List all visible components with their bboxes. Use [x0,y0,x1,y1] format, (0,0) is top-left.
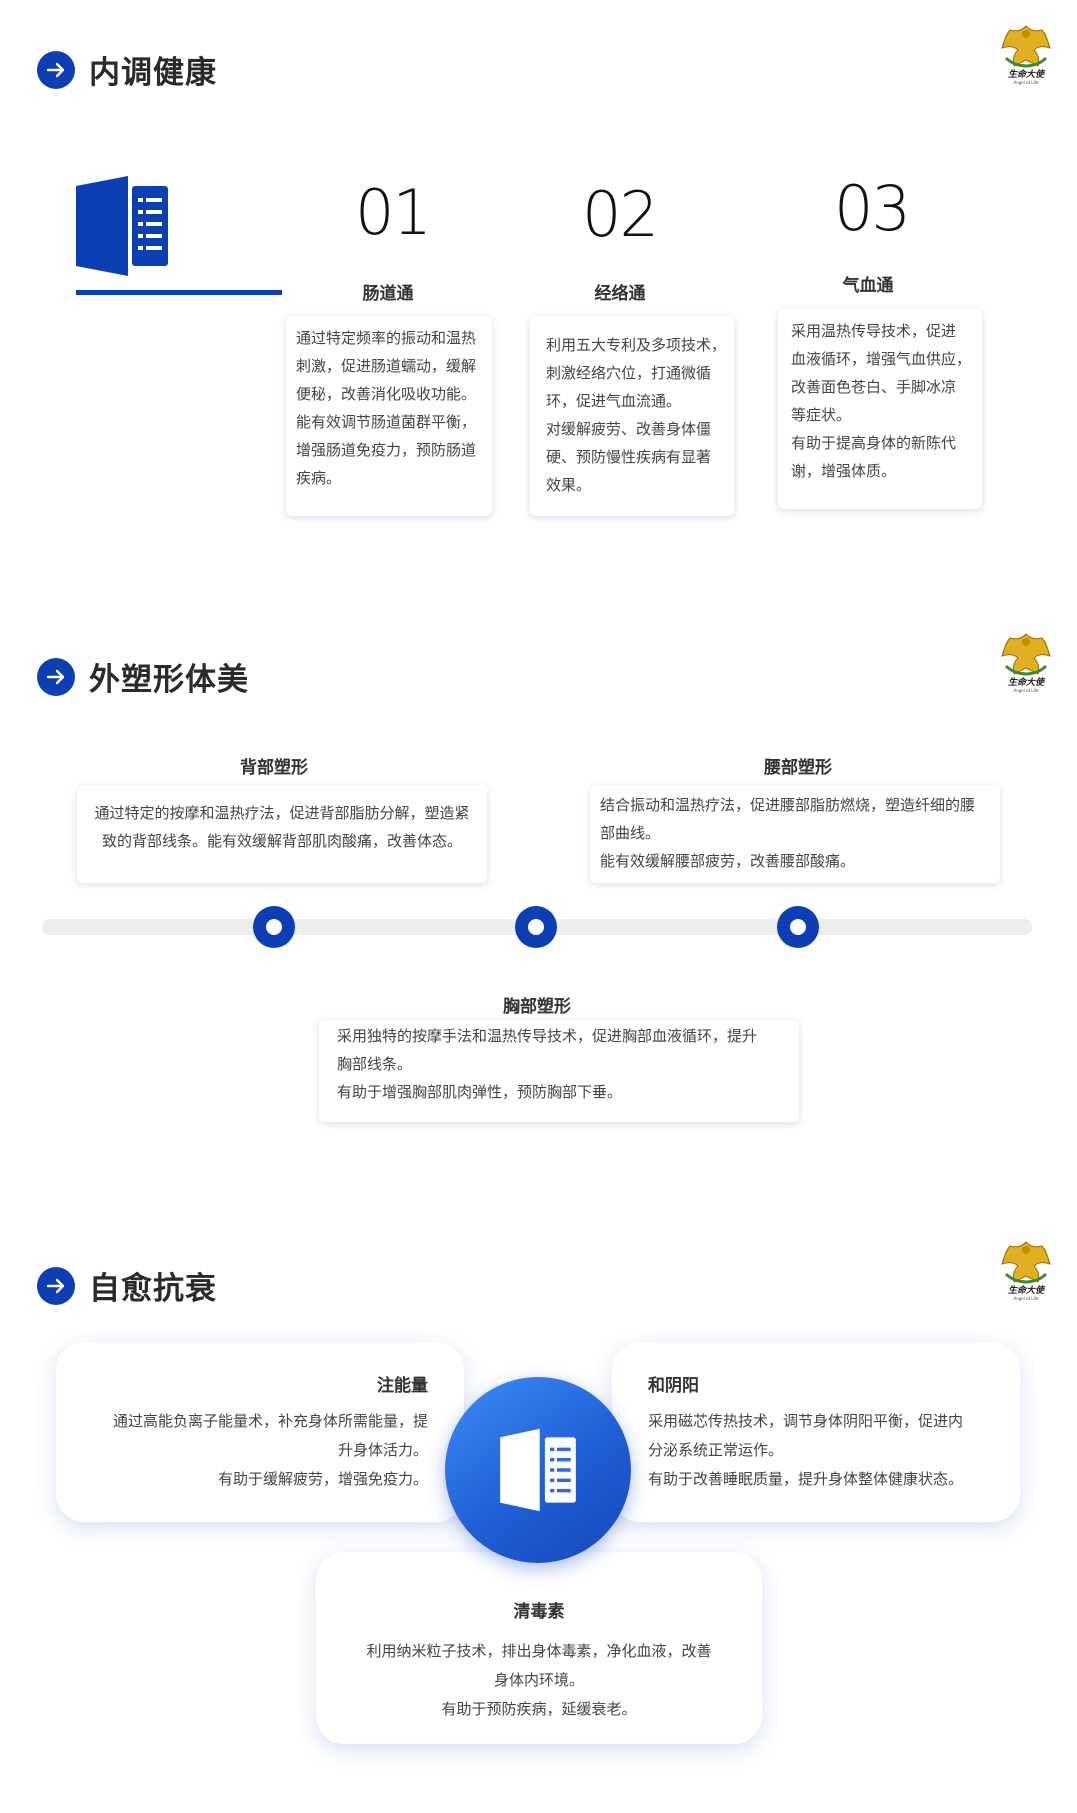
waist-shaping-card: 结合振动和温热疗法，促进腰部脂肪燃烧，塑造纤细的腰 部曲线。 能有效缓解腰部疲劳… [590,785,1000,883]
logo-subtitle: Angel of Life [1013,688,1039,693]
card-line: 环，促进气血流通。 [546,392,682,410]
column-card: 采用温热传导技术，促进 血液循环，增强气血供应， 改善面色苍白、手脚冰凉 等症状… [778,309,982,509]
logo-text: 生命大使 [1007,1286,1044,1296]
column-number: 02 [582,178,659,251]
column-card: 通过特定频率的振动和温热 刺激，促进肠道蠕动，缓解 便秘，改善消化吸收功能。 能… [286,316,492,516]
waist-shaping-heading: 腰部塑形 [764,758,832,778]
arrow-right-icon [37,657,75,696]
logo: 生命大使 Angel of Life [996,1236,1056,1306]
card-line: 血液循环，增强气血供应， [791,350,972,368]
card-line: 利用纳米粒子技术，排出身体毒素，净化血液，改善 [366,1642,712,1660]
book-icon [76,176,172,280]
timeline-dot-inner [528,919,544,935]
back-shaping-heading: 背部塑形 [240,758,308,778]
center-badge [445,1377,631,1563]
yin-yang-card: 和阴阳 采用磁芯传热技术，调节身体阴阳平衡，促进内 分泌系统正常运作。 有助于改… [612,1342,1020,1522]
card-line: 对缓解疲劳、改善身体僵 [546,420,712,438]
logo-text: 生命大使 [1007,678,1044,688]
card-line: 通过高能负离子能量术，补充身体所需能量，提 [112,1412,428,1430]
eagle-logo-icon [1001,633,1051,676]
card-line: 等症状。 [791,406,852,424]
card-line: 利用五大专利及多项技术， [546,336,727,354]
column-card: 利用五大专利及多项技术， 刺激经络穴位，打通微循 环，促进气血流通。 对缓解疲劳… [530,316,734,516]
section-header-body-shaping: 外塑形体美 [37,654,249,699]
card-line: 刺激经络穴位，打通微循 [546,364,712,382]
timeline-dot-inner [790,919,806,935]
card-line: 能有效调节肠道菌群平衡， [296,413,477,431]
detox-card: 清毒素 利用纳米粒子技术，排出身体毒素，净化血液，改善 身体内环境。 有助于预防… [316,1552,762,1744]
column-number: 03 [834,172,911,245]
book-icon [500,1428,576,1512]
column-heading: 气血通 [842,276,894,296]
timeline-dot [777,906,819,948]
energy-card: 注能量 通过高能负离子能量术，补充身体所需能量，提 升身体活力。 有助于缓解疲劳… [56,1342,464,1522]
card-line: 硬、预防慢性疾病有显著 [546,448,712,466]
column-heading: 肠道通 [362,284,414,304]
timeline-dot [253,906,295,948]
eagle-logo-icon [1001,25,1051,68]
section-title: 内调健康 [89,55,217,91]
card-line: 有助于增强胸部肌肉弹性，预防胸部下垂。 [337,1083,623,1101]
back-shaping-card: 通过特定的按摩和温热疗法，促进背部脂肪分解，塑造紧 致的背部线条。能有效缓解背部… [77,785,487,883]
card-line: 疾病。 [296,469,342,487]
card-line: 分泌系统正常运作。 [648,1441,784,1459]
card-line: 改善面色苍白、手脚冰凉 [791,378,957,396]
logo: 生命大使 Angel of Life [996,20,1056,90]
card-line: 结合振动和温热疗法，促进腰部脂肪燃烧，塑造纤细的腰 [600,796,976,814]
card-line: 有助于提高身体的新陈代 [791,434,957,452]
card-line: 效果。 [546,476,592,494]
logo: 生命大使 Angel of Life [996,628,1056,698]
card-line: 身体内环境。 [493,1671,584,1689]
detox-heading: 清毒素 [513,1602,565,1622]
book-underline [76,290,282,295]
section-header-internal-health: 内调健康 [37,47,217,92]
card-line: 通过特定的按摩和温热疗法，促进背部脂肪分解，塑造紧 [94,804,470,822]
section-title: 自愈抗衰 [89,1271,217,1307]
logo-text: 生命大使 [1007,70,1044,80]
card-line: 有助于改善睡眠质量，提升身体整体健康状态。 [648,1470,964,1488]
energy-heading: 注能量 [377,1376,428,1396]
arrow-right-icon [37,50,75,89]
section-title: 外塑形体美 [89,662,249,698]
card-line: 部曲线。 [600,824,661,842]
timeline-dot-inner [266,919,282,935]
arrow-right-icon [37,1266,75,1305]
column-number: 01 [355,176,432,249]
card-line: 有助于预防疾病，延缓衰老。 [441,1700,637,1718]
card-line: 增强肠道免疫力，预防肠道 [296,441,477,459]
logo-subtitle: Angel of Life [1013,80,1039,85]
card-line: 致的背部线条。能有效缓解背部肌肉酸痛，改善体态。 [101,832,462,850]
card-line: 刺激，促进肠道蠕动，缓解 [296,357,477,375]
section-header-self-healing: 自愈抗衰 [37,1263,217,1308]
card-line: 采用独特的按摩手法和温热传导技术，促进胸部血液循环，提升 [337,1027,758,1045]
chest-shaping-heading: 胸部塑形 [503,997,571,1017]
card-line: 能有效缓解腰部疲劳，改善腰部酸痛。 [600,852,856,870]
card-line: 有助于缓解疲劳，增强免疫力。 [217,1470,428,1488]
eagle-logo-icon [1001,1241,1051,1284]
card-line: 谢，增强体质。 [791,462,897,480]
card-line: 便秘，改善消化吸收功能。 [296,385,477,403]
timeline-dot [515,906,557,948]
logo-subtitle: Angel of Life [1013,1296,1039,1301]
yin-yang-heading: 和阴阳 [648,1376,699,1396]
card-line: 通过特定频率的振动和温热 [296,329,477,347]
column-heading: 经络通 [594,284,646,304]
card-line: 胸部线条。 [337,1055,413,1073]
chest-shaping-card: 采用独特的按摩手法和温热传导技术，促进胸部血液循环，提升 胸部线条。 有助于增强… [319,1020,799,1122]
card-line: 升身体活力。 [337,1441,428,1459]
card-line: 采用磁芯传热技术，调节身体阴阳平衡，促进内 [648,1412,964,1430]
card-line: 采用温热传导技术，促进 [791,322,957,340]
